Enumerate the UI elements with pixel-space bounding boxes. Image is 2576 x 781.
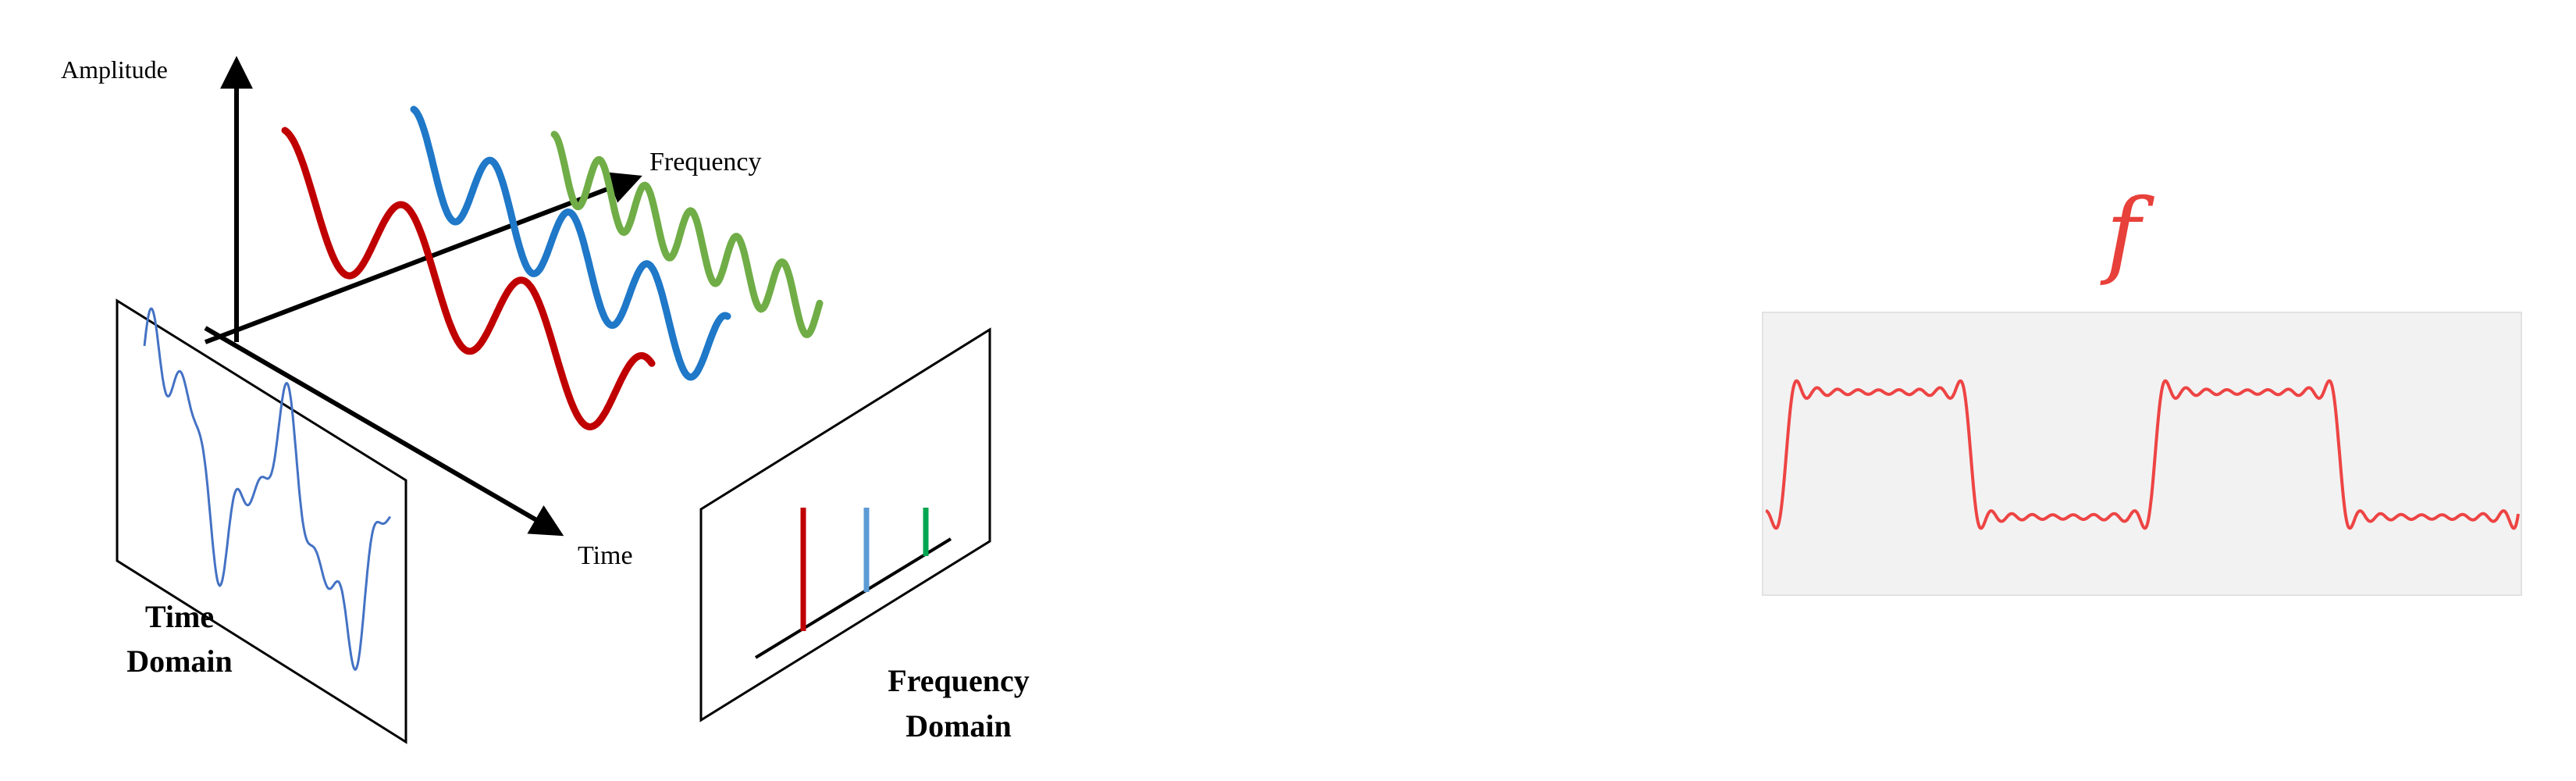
- square-wave-panel: f: [1762, 180, 2522, 596]
- square-wave-fourier-approximation: [1764, 379, 2520, 530]
- frequency-domain-baseline: [754, 537, 952, 659]
- frequency-axis-label: Frequency: [649, 148, 762, 177]
- time-domain-signal: [143, 307, 392, 672]
- blue-sine-wave: [410, 105, 731, 381]
- time-domain-label-line1: Time: [145, 599, 214, 634]
- frequency-domain-panel: [699, 327, 991, 722]
- time-frequency-diagram: Amplitude Frequency Time Time Domain Fre…: [61, 55, 1030, 744]
- frequency-domain-label-line1: Frequency: [888, 663, 1029, 698]
- square-wave-background: [1762, 312, 2522, 596]
- green-sine-wave: [550, 130, 824, 338]
- time-domain-label-line2: Domain: [126, 644, 233, 679]
- time-domain-panel: [116, 298, 407, 744]
- time-axis: [204, 326, 564, 537]
- amplitude-axis-label: Amplitude: [61, 55, 168, 84]
- function-symbol: f: [2100, 180, 2155, 288]
- frequency-domain-label-line2: Domain: [906, 708, 1012, 744]
- frequency-axis: [204, 172, 642, 344]
- time-axis-label: Time: [578, 541, 633, 570]
- red-sine-wave: [281, 127, 656, 430]
